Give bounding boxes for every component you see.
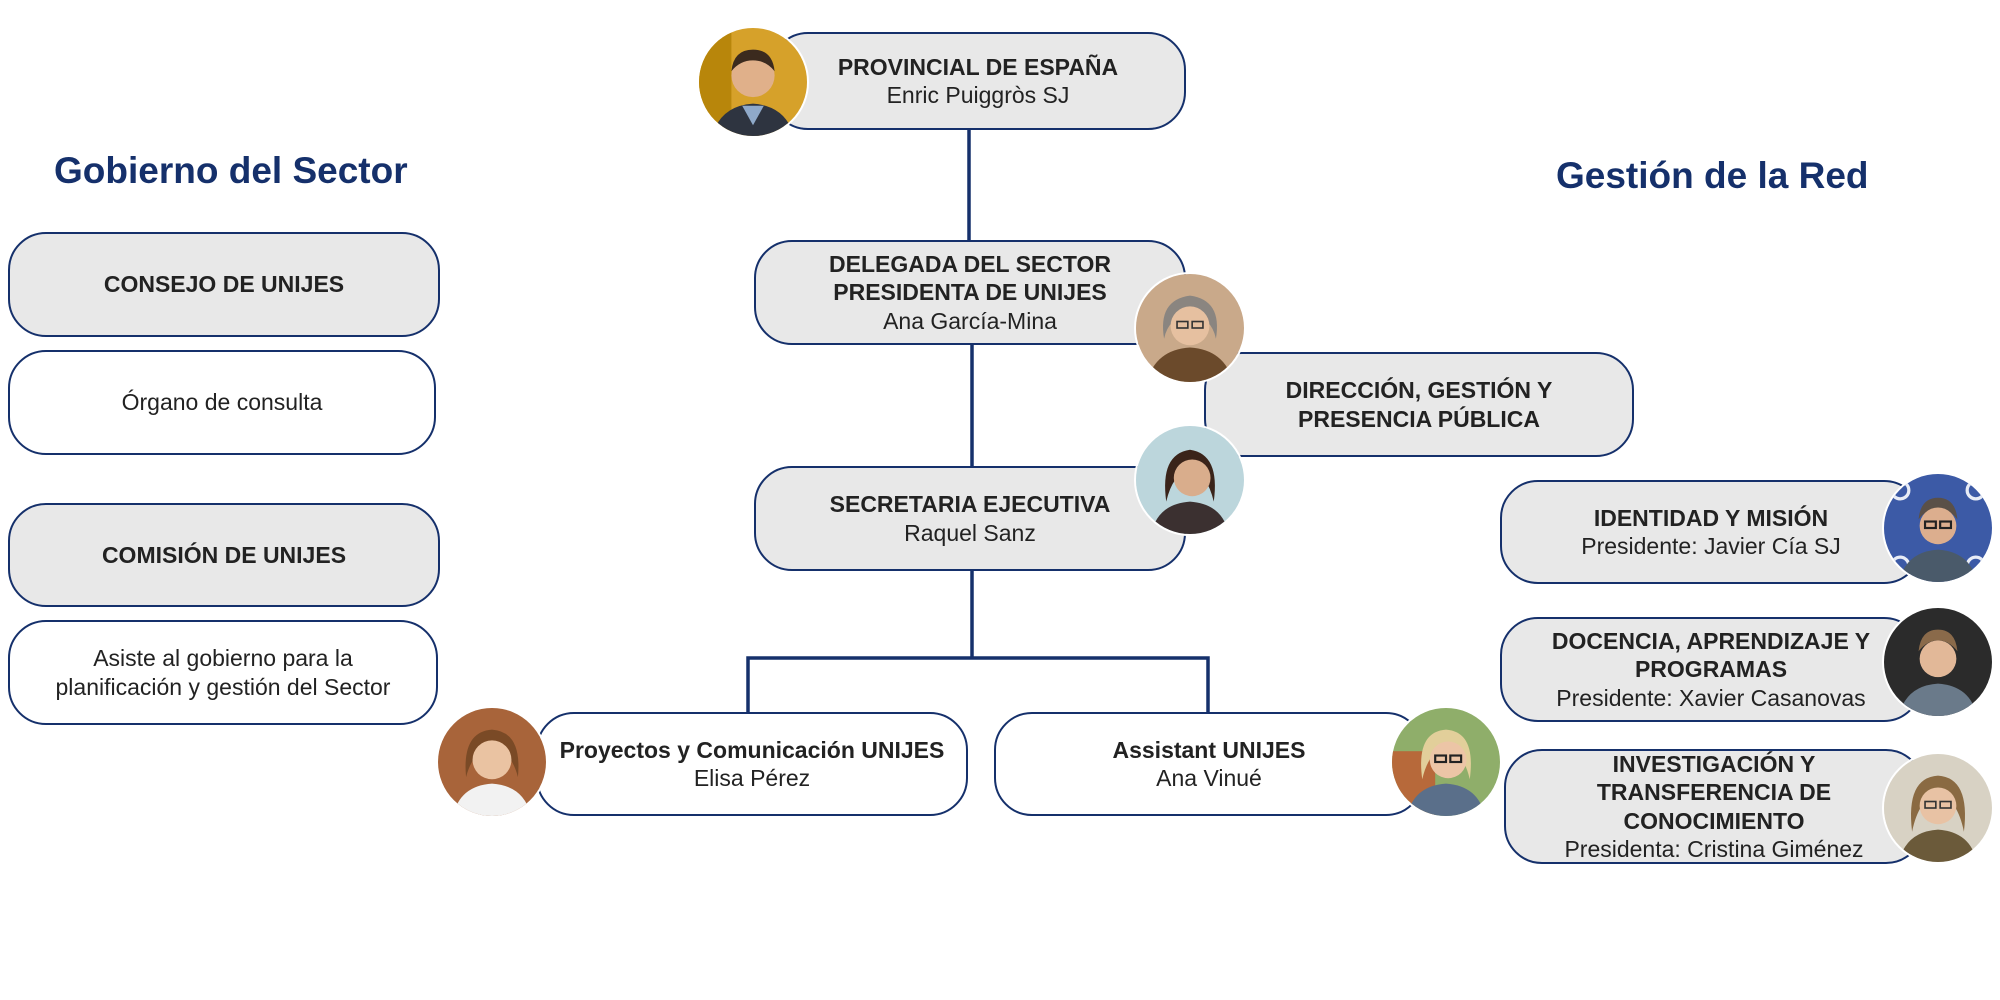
avatar-raquel-sanz xyxy=(1134,424,1246,536)
asiste-line-1: Asiste al gobierno para la xyxy=(93,645,353,672)
consejo-title: CONSEJO DE UNIJES xyxy=(103,271,345,298)
box-docencia: DOCENCIA, APRENDIZAJE Y PROGRAMAS Presid… xyxy=(1500,617,1922,722)
avatar-elisa-perez xyxy=(436,706,548,818)
box-comision: COMISIÓN DE UNIJES xyxy=(8,503,440,607)
line-branch-split xyxy=(746,656,1210,712)
provincial-name: Enric Puiggròs SJ xyxy=(886,82,1070,108)
docencia-name: Presidente: Xavier Casanovas xyxy=(1556,684,1866,711)
identidad-title: IDENTIDAD Y MISIÓN xyxy=(1593,504,1829,531)
box-provincial: PROVINCIAL DE ESPAÑA Enric Puiggròs SJ xyxy=(770,32,1186,130)
investigacion-title-3: CONOCIMIENTO xyxy=(1623,807,1805,834)
avatar-ana-garcia-mina xyxy=(1134,272,1246,384)
heading-gobierno-del-sector: Gobierno del Sector xyxy=(54,150,408,191)
box-delegada: DELEGADA DEL SECTOR PRESIDENTA DE UNIJES… xyxy=(754,240,1186,345)
box-consejo: CONSEJO DE UNIJES xyxy=(8,232,440,337)
direccion-title-2: PRESENCIA PÚBLICA xyxy=(1298,405,1540,432)
box-asiste: Asiste al gobierno para la planificación… xyxy=(8,620,438,725)
avatar-javier-cia xyxy=(1882,472,1994,584)
box-assistant: Assistant UNIJES Ana Vinué xyxy=(994,712,1424,816)
box-secretaria: SECRETARIA EJECUTIVA Raquel Sanz xyxy=(754,466,1186,571)
avatar-xavier-casanovas xyxy=(1882,606,1994,718)
proyectos-name: Elisa Pérez xyxy=(693,765,811,791)
box-proyectos: Proyectos y Comunicación UNIJES Elisa Pé… xyxy=(536,712,968,816)
investigacion-title-2: TRANSFERENCIA DE xyxy=(1596,779,1832,806)
proyectos-title: Proyectos y Comunicación UNIJES xyxy=(559,736,945,763)
box-direccion: DIRECCIÓN, GESTIÓN Y PRESENCIA PÚBLICA xyxy=(1204,352,1634,457)
docencia-title-1: DOCENCIA, APRENDIZAJE Y xyxy=(1551,628,1871,655)
avatar-enric-puiggros xyxy=(697,26,809,138)
avatar-ana-vinue xyxy=(1390,706,1502,818)
organo-text: Órgano de consulta xyxy=(121,389,323,416)
box-organo: Órgano de consulta xyxy=(8,350,436,455)
direccion-title-1: DIRECCIÓN, GESTIÓN Y xyxy=(1285,377,1553,404)
docencia-title-2: PROGRAMAS xyxy=(1634,656,1788,683)
assistant-name: Ana Vinué xyxy=(1156,765,1262,791)
box-identidad: IDENTIDAD Y MISIÓN Presidente: Javier Cí… xyxy=(1500,480,1922,584)
investigacion-name: Presidenta: Cristina Giménez xyxy=(1564,835,1864,862)
comision-title: COMISIÓN DE UNIJES xyxy=(101,541,347,568)
asiste-line-2: planificación y gestión del Sector xyxy=(55,673,391,700)
secretaria-name: Raquel Sanz xyxy=(904,519,1036,546)
secretaria-title: SECRETARIA EJECUTIVA xyxy=(829,491,1111,518)
avatar-cristina-gimenez xyxy=(1882,752,1994,864)
provincial-title: PROVINCIAL DE ESPAÑA xyxy=(837,53,1119,80)
delegada-title-1: DELEGADA DEL SECTOR xyxy=(829,251,1111,278)
identidad-name: Presidente: Javier Cía SJ xyxy=(1581,533,1841,559)
heading-gestion-de-la-red: Gestión de la Red xyxy=(1556,155,1869,196)
delegada-title-2: PRESIDENTA DE UNIJES xyxy=(833,279,1107,306)
assistant-title: Assistant UNIJES xyxy=(1112,736,1306,763)
box-investigacion: INVESTIGACIÓN Y TRANSFERENCIA DE CONOCIM… xyxy=(1504,749,1924,864)
delegada-name: Ana García-Mina xyxy=(883,307,1057,334)
investigacion-title-1: INVESTIGACIÓN Y xyxy=(1612,751,1816,778)
